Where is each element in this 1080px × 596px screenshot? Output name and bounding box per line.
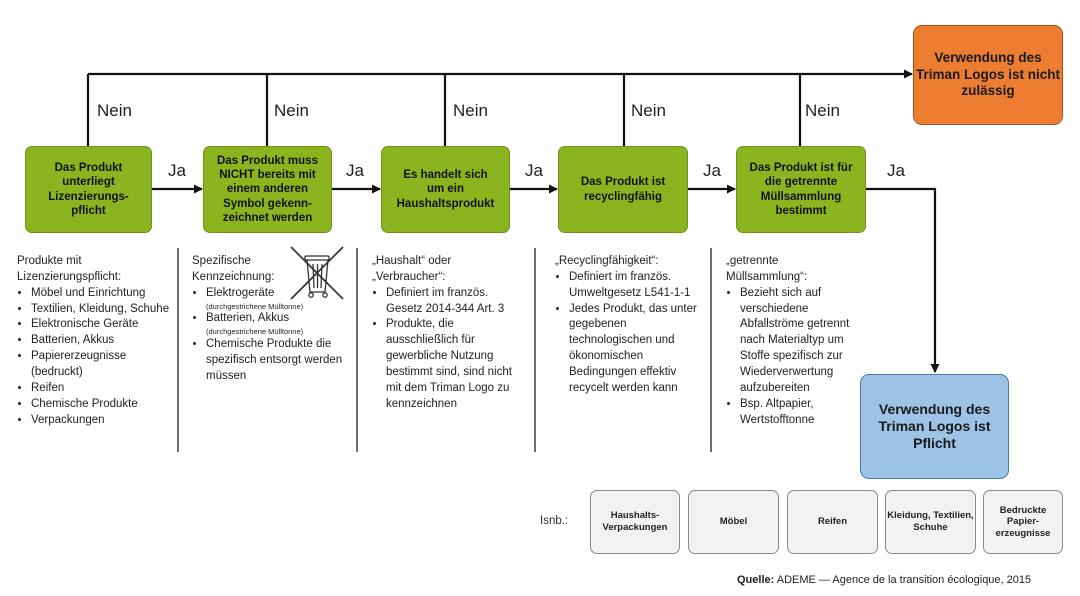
category-box-tyres: Reifen [787, 490, 878, 554]
ja-label: Ja [168, 161, 186, 180]
category-label: Möbel [719, 516, 748, 528]
ja-label: Ja [887, 161, 905, 180]
list-item: Papiererzeugnisse (bedruckt) [31, 349, 175, 381]
category-label: Kleidung, Textilien, Schuhe [887, 510, 974, 533]
outcome-mandatory-text: Verwendung des Triman Logos ist Pflicht [878, 400, 991, 452]
list-item: Jedes Produkt, das unter gegebenen techn… [569, 302, 707, 397]
list-item: Definiert im französ. Gesetz 2014-344 Ar… [386, 286, 522, 318]
source-label: Quelle: [737, 574, 775, 586]
list-item-text: Chemische Produkte die spezifisch entsor… [206, 337, 343, 382]
list-item: Batterien, Akkus [31, 333, 175, 349]
decision-box-recyclable: Das Produkt ist recyclingfähig [558, 146, 688, 233]
list-item-note: (durchgestrichene Mülltonne) [206, 301, 304, 311]
column-intro: Spezifische Kennzeichnung: [192, 255, 275, 283]
list-item-text: Elektrogeräte [206, 286, 275, 299]
isnb-label: Isnb.: [540, 515, 569, 527]
crossed-out-bin-icon [290, 246, 344, 300]
outcome-not-allowed-box: Verwendung des Triman Logos ist nicht zu… [913, 25, 1063, 125]
decision-box-text: Das Produkt unterliegt Lizenzierungs-pfl… [48, 162, 129, 217]
list-item-text: Batterien, Akkus [206, 312, 290, 325]
list-item: Textilien, Kleidung, Schuhe [31, 302, 175, 318]
category-box-furniture: Möbel [688, 490, 779, 554]
category-box-packaging: Haushalts-Verpackungen [590, 490, 680, 554]
column-intro: „getrennte Müllsammlung“: [726, 255, 808, 283]
list-item-note: (durchgestrichene Mülltonne) [206, 327, 304, 337]
list-item: Definiert im französ. Umweltgesetz L541-… [569, 270, 707, 302]
nein-label: Nein [805, 101, 840, 120]
decision-box-other-symbol: Das Produkt muss NICHT bereits mit einem… [203, 146, 332, 233]
decision-box-separate-collection: Das Produkt ist für die getrennte Müllsa… [736, 146, 866, 233]
column-intro: „Haushalt“ oder „Verbraucher“: [372, 255, 452, 283]
category-box-clothing: Kleidung, Textilien, Schuhe [885, 490, 976, 554]
list-item: Batterien, Akkus (durchgestrichene Müllto… [206, 311, 354, 337]
explanation-separate-collection: „getrennte Müllsammlung“: Bezieht sich a… [726, 254, 874, 428]
explanation-household: „Haushalt“ oder „Verbraucher“: Definiert… [372, 254, 522, 413]
column-intro: Produkte mit Lizenzierungspflicht: [17, 255, 122, 283]
explanation-license: Produkte mit Lizenzierungspflicht: Möbel… [17, 254, 175, 428]
ja-arrow-final [866, 187, 940, 373]
decision-box-text: Es handelt sich um ein Haushaltsprodukt [396, 169, 495, 210]
source-line: Quelle: ADEME — Agence de la transition … [737, 574, 1031, 586]
list-item: Produkte, die ausschließlich für gewerbl… [386, 317, 522, 412]
explanation-recyclable: „Recyclingfähigkeit“: Definiert im franz… [555, 254, 707, 397]
outcome-not-allowed-text: Verwendung des Triman Logos ist nicht zu… [915, 50, 1060, 99]
decision-box-text: Das Produkt muss NICHT bereits mit einem… [217, 155, 318, 224]
ja-label: Ja [525, 161, 543, 180]
list-item: Reifen [31, 381, 175, 397]
decision-box-text: Das Produkt ist für die getrennte Müllsa… [749, 162, 853, 217]
nein-label: Nein [631, 101, 666, 120]
ja-label: Ja [346, 161, 364, 180]
explanation-other-symbol: Spezifische Kennzeichnung: Elektrogeräte… [192, 254, 354, 385]
list-item: Möbel und Einrichtung [31, 286, 175, 302]
outcome-mandatory-box: Verwendung des Triman Logos ist Pflicht [860, 374, 1009, 479]
category-box-printed-paper: Bedruckte Papier-erzeugnisse [983, 490, 1063, 554]
decision-box-household: Es handelt sich um ein Haushaltsprodukt [381, 146, 510, 233]
list-item: Elektronische Geräte [31, 317, 175, 333]
category-label: Reifen [817, 516, 848, 528]
list-item: Verpackungen [31, 413, 175, 429]
list-item: Chemische Produkte [31, 397, 175, 413]
decision-box-text: Das Produkt ist recyclingfähig [580, 176, 666, 203]
column-intro: „Recyclingfähigkeit“: [555, 255, 659, 267]
list-item: Bezieht sich auf verschiedene Abfallströ… [740, 286, 874, 397]
list-item: Elektrogeräte (durchgestrichene Mülltonne… [206, 286, 354, 312]
source-text: ADEME — Agence de la transition écologiq… [776, 574, 1032, 586]
list-item: Chemische Produkte die spezifisch entsor… [206, 337, 354, 385]
nein-label: Nein [274, 101, 309, 120]
ja-label: Ja [703, 161, 721, 180]
category-label: Haushalts-Verpackungen [602, 510, 668, 533]
decision-box-license: Das Produkt unterliegt Lizenzierungs-pfl… [25, 146, 152, 233]
category-label: Bedruckte Papier-erzeugnisse [995, 504, 1051, 539]
nein-label: Nein [97, 101, 132, 120]
nein-label: Nein [453, 101, 488, 120]
list-item: Bsp. Altpapier, Wertstofftonne [740, 397, 874, 429]
